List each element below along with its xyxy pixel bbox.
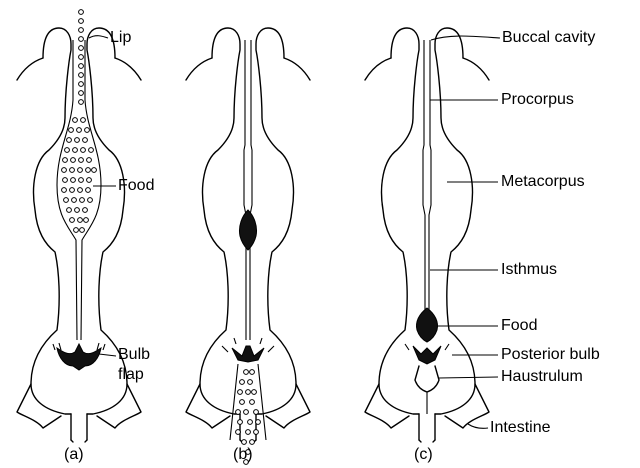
leader-bulb-flap: [99, 354, 116, 356]
label-food-c: Food: [501, 317, 537, 335]
food-particle: [79, 178, 84, 183]
leader-haustrulum: [439, 377, 498, 378]
food-particle: [92, 168, 97, 173]
food-particle: [238, 390, 243, 395]
panel-c: [365, 28, 489, 442]
food-particle: [242, 440, 247, 445]
food-particle: [79, 64, 84, 69]
food-particle: [78, 218, 83, 223]
label-isthmus: Isthmus: [501, 261, 557, 279]
food-particle: [83, 208, 88, 213]
label-intestine: Intestine: [490, 419, 550, 437]
food-particle: [254, 430, 259, 435]
food-particle: [84, 218, 89, 223]
food-particle: [79, 73, 84, 78]
food-particle: [80, 228, 85, 233]
food-particle: [87, 178, 92, 183]
food-particle: [71, 158, 76, 163]
food-particle: [79, 100, 84, 105]
food-particle: [254, 410, 259, 415]
label-lip: Lip: [110, 29, 131, 47]
food-particle: [250, 400, 255, 405]
food-particle: [236, 430, 241, 435]
food-particle: [78, 168, 83, 173]
food-particle: [79, 28, 84, 33]
food-particle: [62, 188, 67, 193]
label-bulb: Bulb: [118, 346, 150, 364]
food-particle: [88, 198, 93, 203]
food-particle: [252, 390, 257, 395]
food-particle: [238, 420, 243, 425]
food-particle: [79, 10, 84, 15]
food-particle: [73, 148, 78, 153]
label-haustrulum: Haustrulum: [501, 368, 583, 386]
label-posterior-bulb: Posterior bulb: [501, 346, 600, 364]
food-particle: [79, 91, 84, 96]
food-particle: [79, 46, 84, 51]
food-particle: [69, 128, 74, 133]
food-particle: [63, 158, 68, 163]
food-particle: [70, 218, 75, 223]
leader-lip: [89, 36, 108, 38]
food-particle: [250, 440, 255, 445]
food-particle: [79, 82, 84, 87]
food-particle: [246, 430, 251, 435]
food-particle: [79, 158, 84, 163]
food-particle: [240, 400, 245, 405]
food-particle: [78, 188, 83, 193]
food-particle: [79, 19, 84, 24]
leader-intestine: [468, 424, 488, 428]
food-particle: [67, 138, 72, 143]
food-particle: [80, 198, 85, 203]
label-metacorpus: Metacorpus: [501, 173, 585, 191]
food-particle: [71, 178, 76, 183]
food-particle: [248, 420, 253, 425]
food-particle: [86, 188, 91, 193]
food-particle: [240, 380, 245, 385]
label-procorpus: Procorpus: [501, 91, 574, 109]
food-particle: [73, 118, 78, 123]
food-particle: [79, 37, 84, 42]
food-particle: [70, 188, 75, 193]
food-particle: [67, 208, 72, 213]
food-particle: [72, 198, 77, 203]
caption-a: (a): [64, 446, 84, 464]
food-particle: [87, 158, 92, 163]
food-particle: [79, 55, 84, 60]
food-particle: [86, 168, 91, 173]
food-particle: [64, 198, 69, 203]
food-particle: [244, 410, 249, 415]
food-particle: [77, 128, 82, 133]
food-particle: [75, 138, 80, 143]
food-particle: [236, 410, 241, 415]
food-particle: [75, 208, 80, 213]
leader-buccal: [431, 36, 500, 40]
food-particle: [65, 148, 70, 153]
panel-b: [186, 28, 310, 464]
label-flap: flap: [118, 366, 144, 384]
food-particle: [83, 138, 88, 143]
caption-c: (c): [414, 446, 433, 464]
food-particle: [256, 420, 261, 425]
label-food-a: Food: [118, 177, 154, 195]
food-particle: [248, 380, 253, 385]
food-particle: [81, 118, 86, 123]
food-particle: [85, 128, 90, 133]
food-particle: [244, 370, 249, 375]
food-particle: [81, 148, 86, 153]
food-particle: [250, 370, 255, 375]
food-particle: [62, 168, 67, 173]
food-particle: [70, 168, 75, 173]
food-particle: [246, 390, 251, 395]
food-particle: [89, 148, 94, 153]
caption-b: (b): [233, 446, 253, 464]
label-buccal-cavity: Buccal cavity: [502, 29, 595, 47]
food-particle: [63, 178, 68, 183]
food-particle: [74, 228, 79, 233]
